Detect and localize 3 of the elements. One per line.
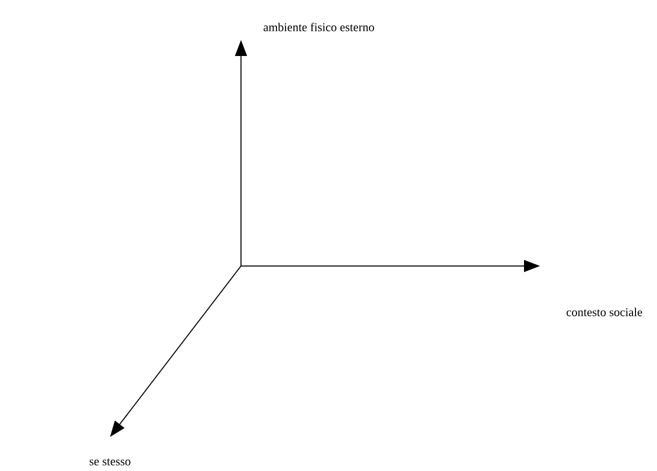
axis-label: se stesso — [90, 458, 130, 466]
axis-label: contesto sociale — [566, 308, 642, 316]
axis-label: ambiente fisico esterno — [264, 22, 374, 32]
